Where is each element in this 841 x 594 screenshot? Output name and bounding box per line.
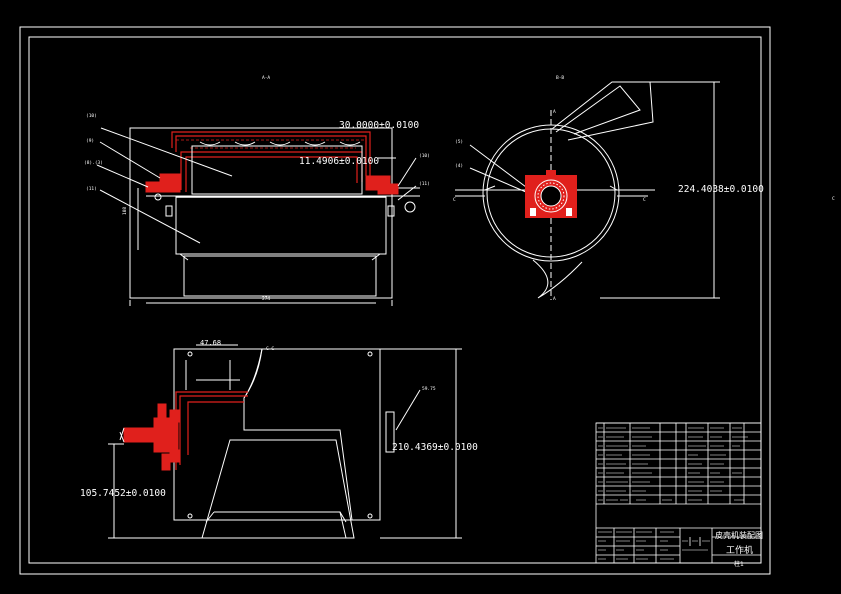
view-label-b: B-B (556, 75, 564, 81)
svg-text:108: 108 (122, 207, 128, 215)
inner-frame (28, 36, 762, 564)
svg-text:(5): (5) (455, 139, 463, 145)
svg-text:(11): (11) (86, 186, 97, 192)
parts-list-marks (598, 427, 748, 560)
dim-47: 47.68 (200, 339, 221, 347)
title-block (595, 422, 762, 564)
width-dim-label: 274 (262, 296, 270, 302)
svg-text:C: C (453, 197, 456, 203)
view-label-a: A-A (262, 75, 270, 81)
front-view (96, 127, 420, 306)
dim-59: 59.75 (422, 386, 436, 392)
view-label-c: C-C (266, 346, 274, 352)
dim-height-right: 224.4038±0.0100 (678, 184, 764, 195)
front-view-labels: (10) (9) (8).(3) (11) (10) (11) 108 A-A … (84, 75, 430, 302)
svg-text:(10): (10) (419, 153, 430, 159)
edge-mark: C (832, 196, 835, 202)
dim-top-len: 30.0000±0.0100 (339, 120, 419, 131)
svg-text:(8).(3): (8).(3) (84, 160, 103, 166)
svg-text:(4): (4) (455, 163, 463, 169)
side-view (455, 81, 720, 300)
sheet-label: 柱1 (734, 560, 744, 568)
svg-text:A: A (553, 109, 556, 115)
dim-inner-len: 11.4906±0.0100 (299, 156, 379, 167)
drawing-title: 皮壳机装配图 (715, 530, 763, 540)
svg-text:C: C (643, 197, 646, 203)
unit-label: 工作机 (726, 544, 753, 556)
svg-text:(9): (9) (86, 138, 94, 144)
outer-frame (19, 26, 771, 575)
svg-text:A: A (553, 296, 556, 302)
bottom-view (108, 344, 462, 539)
svg-text:(10): (10) (86, 113, 97, 119)
dim-bottom-left: 105.7452±0.0100 (80, 488, 166, 499)
svg-text:(11): (11) (419, 181, 430, 187)
dim-bottom-right: 210.4369±0.0100 (392, 442, 478, 453)
side-view-labels: B-B (5) (4) A A C C C (453, 75, 835, 302)
bearing-block (525, 170, 577, 218)
bottom-view-labels: C-C 47.68 59.75 (200, 339, 436, 392)
